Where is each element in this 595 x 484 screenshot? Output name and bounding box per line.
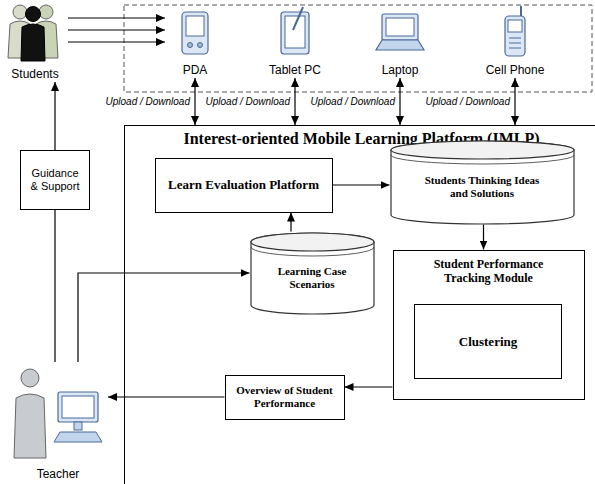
connector-arrow	[194, 78, 195, 125]
teacher-figure: Teacher	[8, 362, 108, 482]
students-icon-part	[39, 5, 53, 19]
cylinder-top	[391, 141, 574, 159]
connector-arrow	[294, 78, 295, 125]
cylinder-ring	[251, 247, 374, 256]
device-group-frame	[124, 5, 592, 92]
students-icon-part	[21, 24, 45, 61]
process-box: Guidance & Support	[20, 150, 90, 210]
device-label: Cell Phone	[486, 63, 545, 77]
teacher-icon-part	[62, 396, 94, 418]
cell-phone-icon-part	[505, 16, 525, 56]
teacher-icon-part	[14, 394, 46, 458]
cell-phone-icon-part	[509, 43, 521, 44]
box-label: Learn Evaluation Platform	[168, 177, 319, 193]
connector-arrow	[514, 78, 515, 125]
tablet-icon-part	[285, 16, 305, 48]
teacher-icon-part	[74, 422, 82, 430]
teacher-icon-part	[58, 392, 98, 422]
students-icon-part	[26, 7, 41, 22]
cell-phone-icon-part	[509, 48, 521, 49]
laptop-icon-part	[382, 14, 418, 40]
cylinder-ring	[391, 155, 574, 164]
connector-arrow	[399, 78, 400, 125]
laptop-icon-part	[376, 40, 424, 50]
connector-arrow	[78, 273, 250, 362]
connector-arrow	[68, 41, 165, 42]
connector-arrow	[483, 225, 484, 250]
students-figure: Students	[2, 2, 68, 82]
device-item: Cell Phone	[475, 8, 555, 78]
edge-label: Upload / Download	[105, 96, 192, 108]
device-item: PDA	[165, 8, 225, 78]
device-item: Tablet PC	[258, 8, 332, 78]
cylinder-top	[251, 233, 374, 251]
pda-icon-part	[188, 43, 193, 48]
process-box: Learn Evaluation Platform	[155, 158, 333, 213]
database-cylinder: Learning Case Scenarios	[250, 232, 375, 315]
box-label: Clustering	[459, 334, 518, 350]
module-title: Student Performance Tracking Module	[419, 257, 559, 286]
connector-arrow	[54, 210, 55, 362]
edge-label: Upload / Download	[425, 96, 512, 108]
cell-phone-icon-part	[509, 38, 521, 39]
module-box: Student Performance Tracking ModuleClust…	[393, 250, 585, 400]
process-box: Clustering	[414, 304, 562, 379]
cell-phone-icon-part	[520, 6, 522, 16]
laptop-icon-part	[386, 18, 414, 36]
pda-icon	[182, 12, 208, 54]
device-item: Laptop	[368, 8, 432, 78]
pda-icon-part	[182, 12, 208, 54]
figure-label: Teacher	[37, 467, 80, 481]
connector-arrow	[290, 213, 291, 232]
pda-icon-part	[186, 16, 204, 36]
connector-arrow	[333, 184, 390, 185]
connector-arrow	[108, 396, 225, 397]
laptop-icon	[376, 14, 424, 50]
connector-arrow	[68, 29, 165, 30]
tablet-icon-part	[281, 12, 309, 54]
figure-label: Students	[11, 67, 58, 81]
students-icon-part	[13, 5, 27, 19]
connector-arrow	[54, 82, 55, 150]
edge-label: Upload / Download	[205, 96, 292, 108]
teacher-icon-part	[54, 432, 102, 442]
device-label: PDA	[183, 63, 208, 77]
device-label: Laptop	[382, 63, 419, 77]
box-label: Guidance & Support	[27, 167, 83, 193]
platform-frame: Interest-oriented Mobile Learning Platfo…	[124, 125, 595, 484]
pda-icon-part	[198, 43, 203, 48]
process-box: Overview of Student Performance	[225, 375, 345, 420]
connector-arrow	[345, 386, 393, 387]
connector-arrow	[68, 17, 165, 18]
cell-phone-icon-part	[508, 20, 522, 32]
store-label: Students Thinking Ideas and Solutions	[417, 174, 547, 200]
students-icon	[8, 5, 58, 61]
teacher-icon-part	[21, 369, 39, 387]
tablet-icon-part	[293, 7, 303, 30]
device-label: Tablet PC	[269, 63, 321, 77]
cylinder-body	[391, 141, 574, 224]
tablet-icon	[281, 7, 309, 54]
store-label: Learning Case Scenarios	[265, 265, 360, 291]
edge-label: Upload / Download	[310, 96, 397, 108]
teacher-icon	[14, 369, 102, 458]
box-label: Overview of Student Performance	[232, 384, 337, 410]
database-cylinder: Students Thinking Ideas and Solutions	[390, 140, 575, 225]
cylinder-body	[251, 233, 374, 314]
cell-phone-icon	[505, 6, 525, 56]
